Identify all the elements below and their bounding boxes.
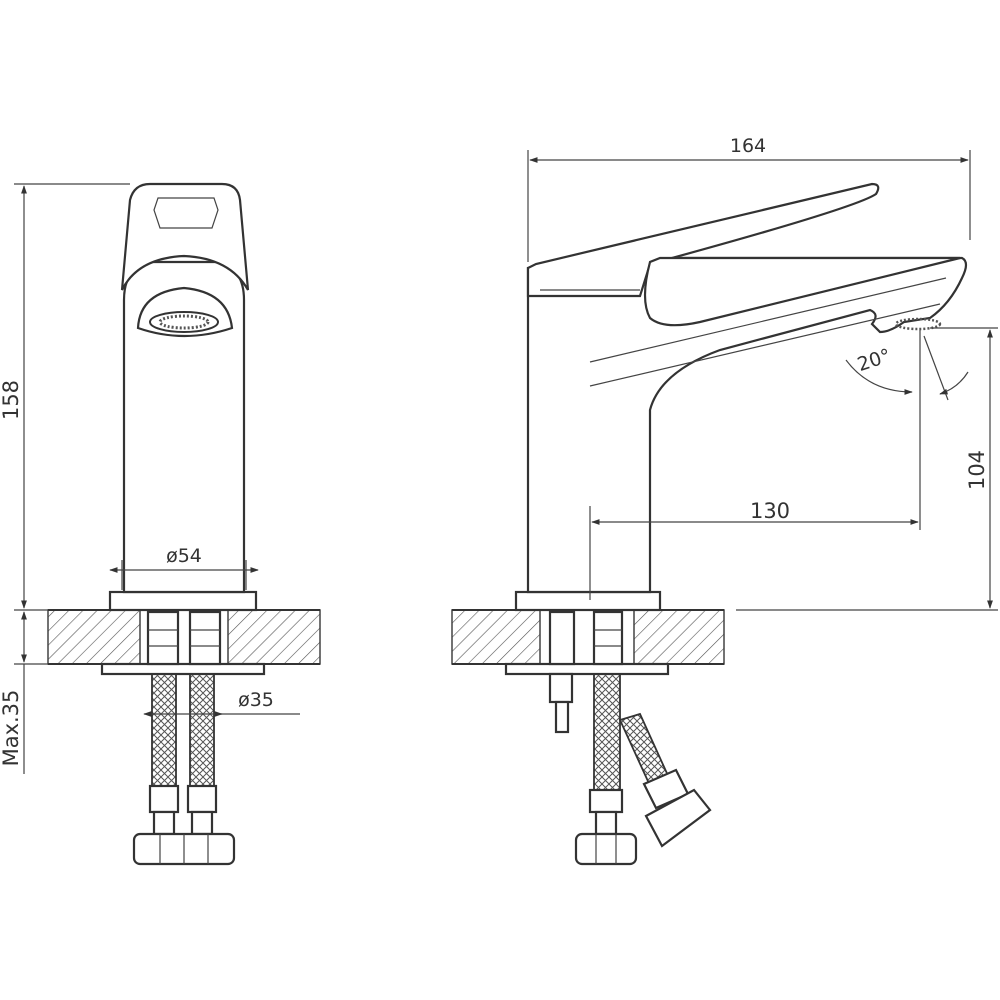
front-countertop bbox=[47, 609, 321, 665]
front-shanks bbox=[146, 610, 222, 666]
front-hoses bbox=[132, 673, 236, 866]
front-view: 158 Max.35 ø54 ø35 bbox=[0, 182, 321, 866]
front-mounting-plate bbox=[100, 662, 266, 676]
dim-overall-length: 164 bbox=[527, 135, 971, 262]
side-lever bbox=[526, 182, 880, 298]
dim-spout-reach: 130 bbox=[589, 330, 921, 600]
dim-body-diameter-label: ø54 bbox=[166, 545, 202, 567]
dim-body-diameter: ø54 bbox=[109, 545, 259, 590]
dim-max-deck-label: Max.35 bbox=[0, 690, 23, 767]
side-lever-cap bbox=[643, 256, 961, 327]
dim-spout-height-label: 104 bbox=[965, 450, 989, 490]
dim-thread-diameter-label: ø35 bbox=[238, 689, 274, 711]
side-mounting-plate bbox=[504, 662, 670, 676]
dim-spout-reach-label: 130 bbox=[750, 499, 790, 523]
side-view: 164 104 130 20° bbox=[451, 135, 998, 866]
side-shanks bbox=[548, 610, 624, 666]
dim-spout-angle-label: 20° bbox=[855, 345, 894, 376]
dim-overall-length-label: 164 bbox=[730, 135, 766, 157]
side-mounting-rod bbox=[548, 672, 574, 734]
front-base-plate bbox=[108, 590, 258, 612]
front-lever bbox=[120, 182, 250, 291]
dim-max-deck: Max.35 bbox=[0, 611, 48, 774]
side-body-spout bbox=[526, 256, 968, 594]
dim-total-height-label: 158 bbox=[0, 380, 23, 420]
side-hoses bbox=[574, 673, 712, 866]
side-base-plate bbox=[514, 590, 662, 612]
dim-total-height: 158 bbox=[0, 183, 130, 611]
dim-spout-height: 104 bbox=[736, 327, 998, 611]
dim-spout-angle: 20° bbox=[845, 335, 969, 401]
dim-thread-diameter: ø35 bbox=[143, 689, 300, 717]
side-countertop bbox=[451, 609, 725, 665]
